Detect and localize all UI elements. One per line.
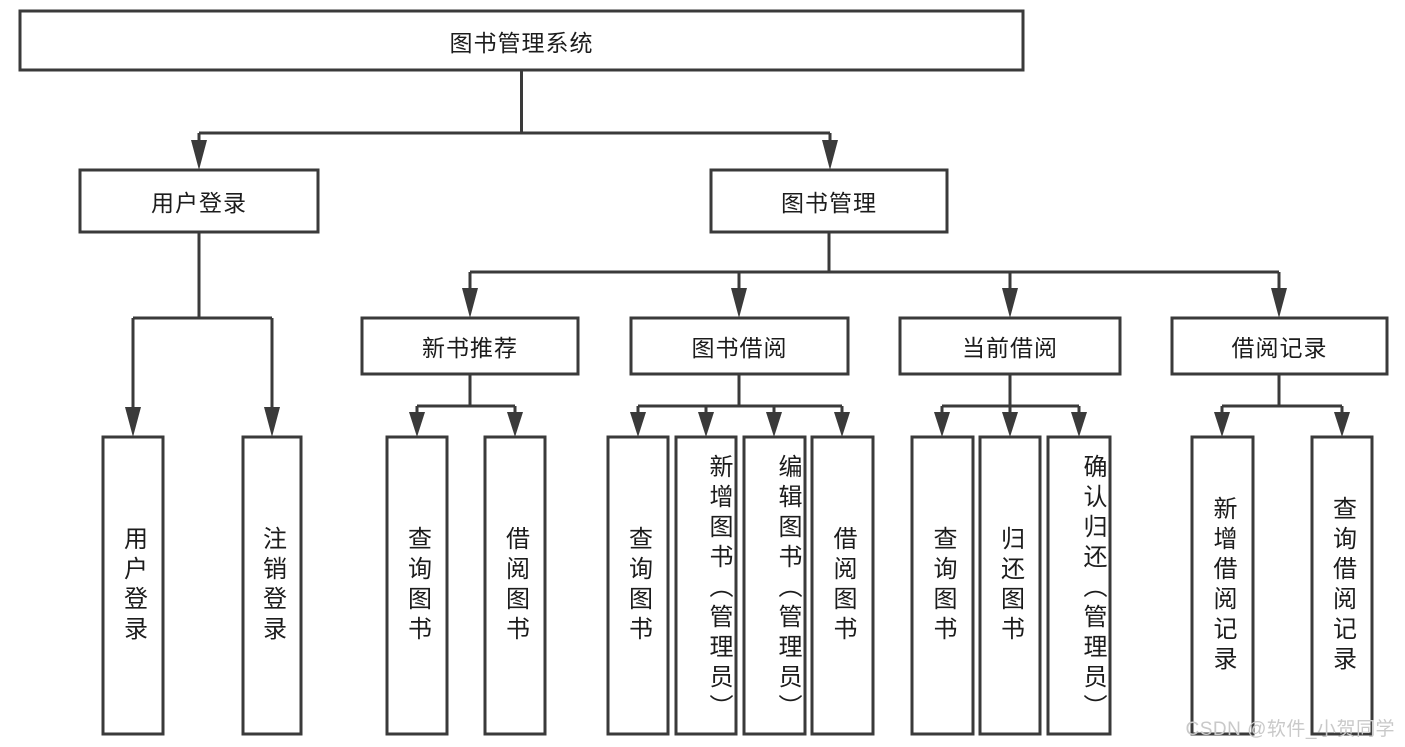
connector-root-to-level2 [191,70,838,170]
connector-borrowrecord-to-leaves [1214,374,1350,437]
leaf-box-user-logout [241,435,303,736]
connector-bookborrow-to-leaves [630,374,850,437]
node-box-current-borrow [898,316,1122,376]
leaf-box-add-record [1190,435,1255,736]
leaf-box-edit-book [742,435,807,736]
leaf-box-query-record [1310,435,1374,736]
node-box-borrow-record [1170,316,1389,376]
leaf-box-query-book [606,435,670,736]
connector-currentborrow-to-leaves [934,374,1087,437]
node-box-book-management [709,168,949,234]
node-box-user-login [78,168,320,234]
node-box-root [18,9,1025,72]
watermark-text: CSDN @软件_小贺同学 [1185,719,1395,740]
connector-userlogin-to-leaves [125,232,280,437]
node-box-new-book-recommend [360,316,580,376]
connector-bookmgmt-to-level3 [462,232,1287,318]
leaf-box-add-book [674,435,738,736]
connector-newbook-to-leaves [409,374,523,437]
leaf-box-query-book-rec [385,435,449,736]
leaf-box-return-book [978,435,1042,736]
leaf-box-user-login [101,435,165,736]
leaf-box-borrow-book [810,435,875,736]
leaf-box-confirm-return [1046,435,1112,736]
leaf-box-borrow-book-rec [483,435,547,736]
node-box-book-borrow [629,316,850,376]
leaf-box-query-book-cur [910,435,975,736]
